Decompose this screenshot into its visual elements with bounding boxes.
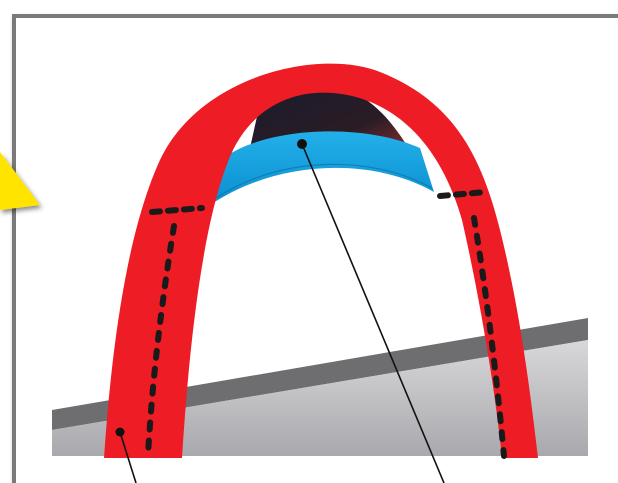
callout-dot-strap	[115, 427, 125, 437]
left-vertical-stitch	[145, 223, 177, 459]
triangle-pointer-icon	[0, 152, 40, 210]
callout-leader-connector	[301, 143, 445, 483]
right-horizontal-stitch	[437, 189, 489, 199]
left-horizontal-stitch	[149, 205, 205, 215]
handle-connector	[210, 131, 434, 205]
handle-strap	[104, 63, 538, 458]
callout-leader-strap	[119, 431, 137, 483]
callout-dot-connector	[297, 139, 307, 149]
bag-body	[52, 340, 588, 456]
right-vertical-stitch	[471, 215, 507, 459]
connector-edge	[215, 163, 433, 199]
